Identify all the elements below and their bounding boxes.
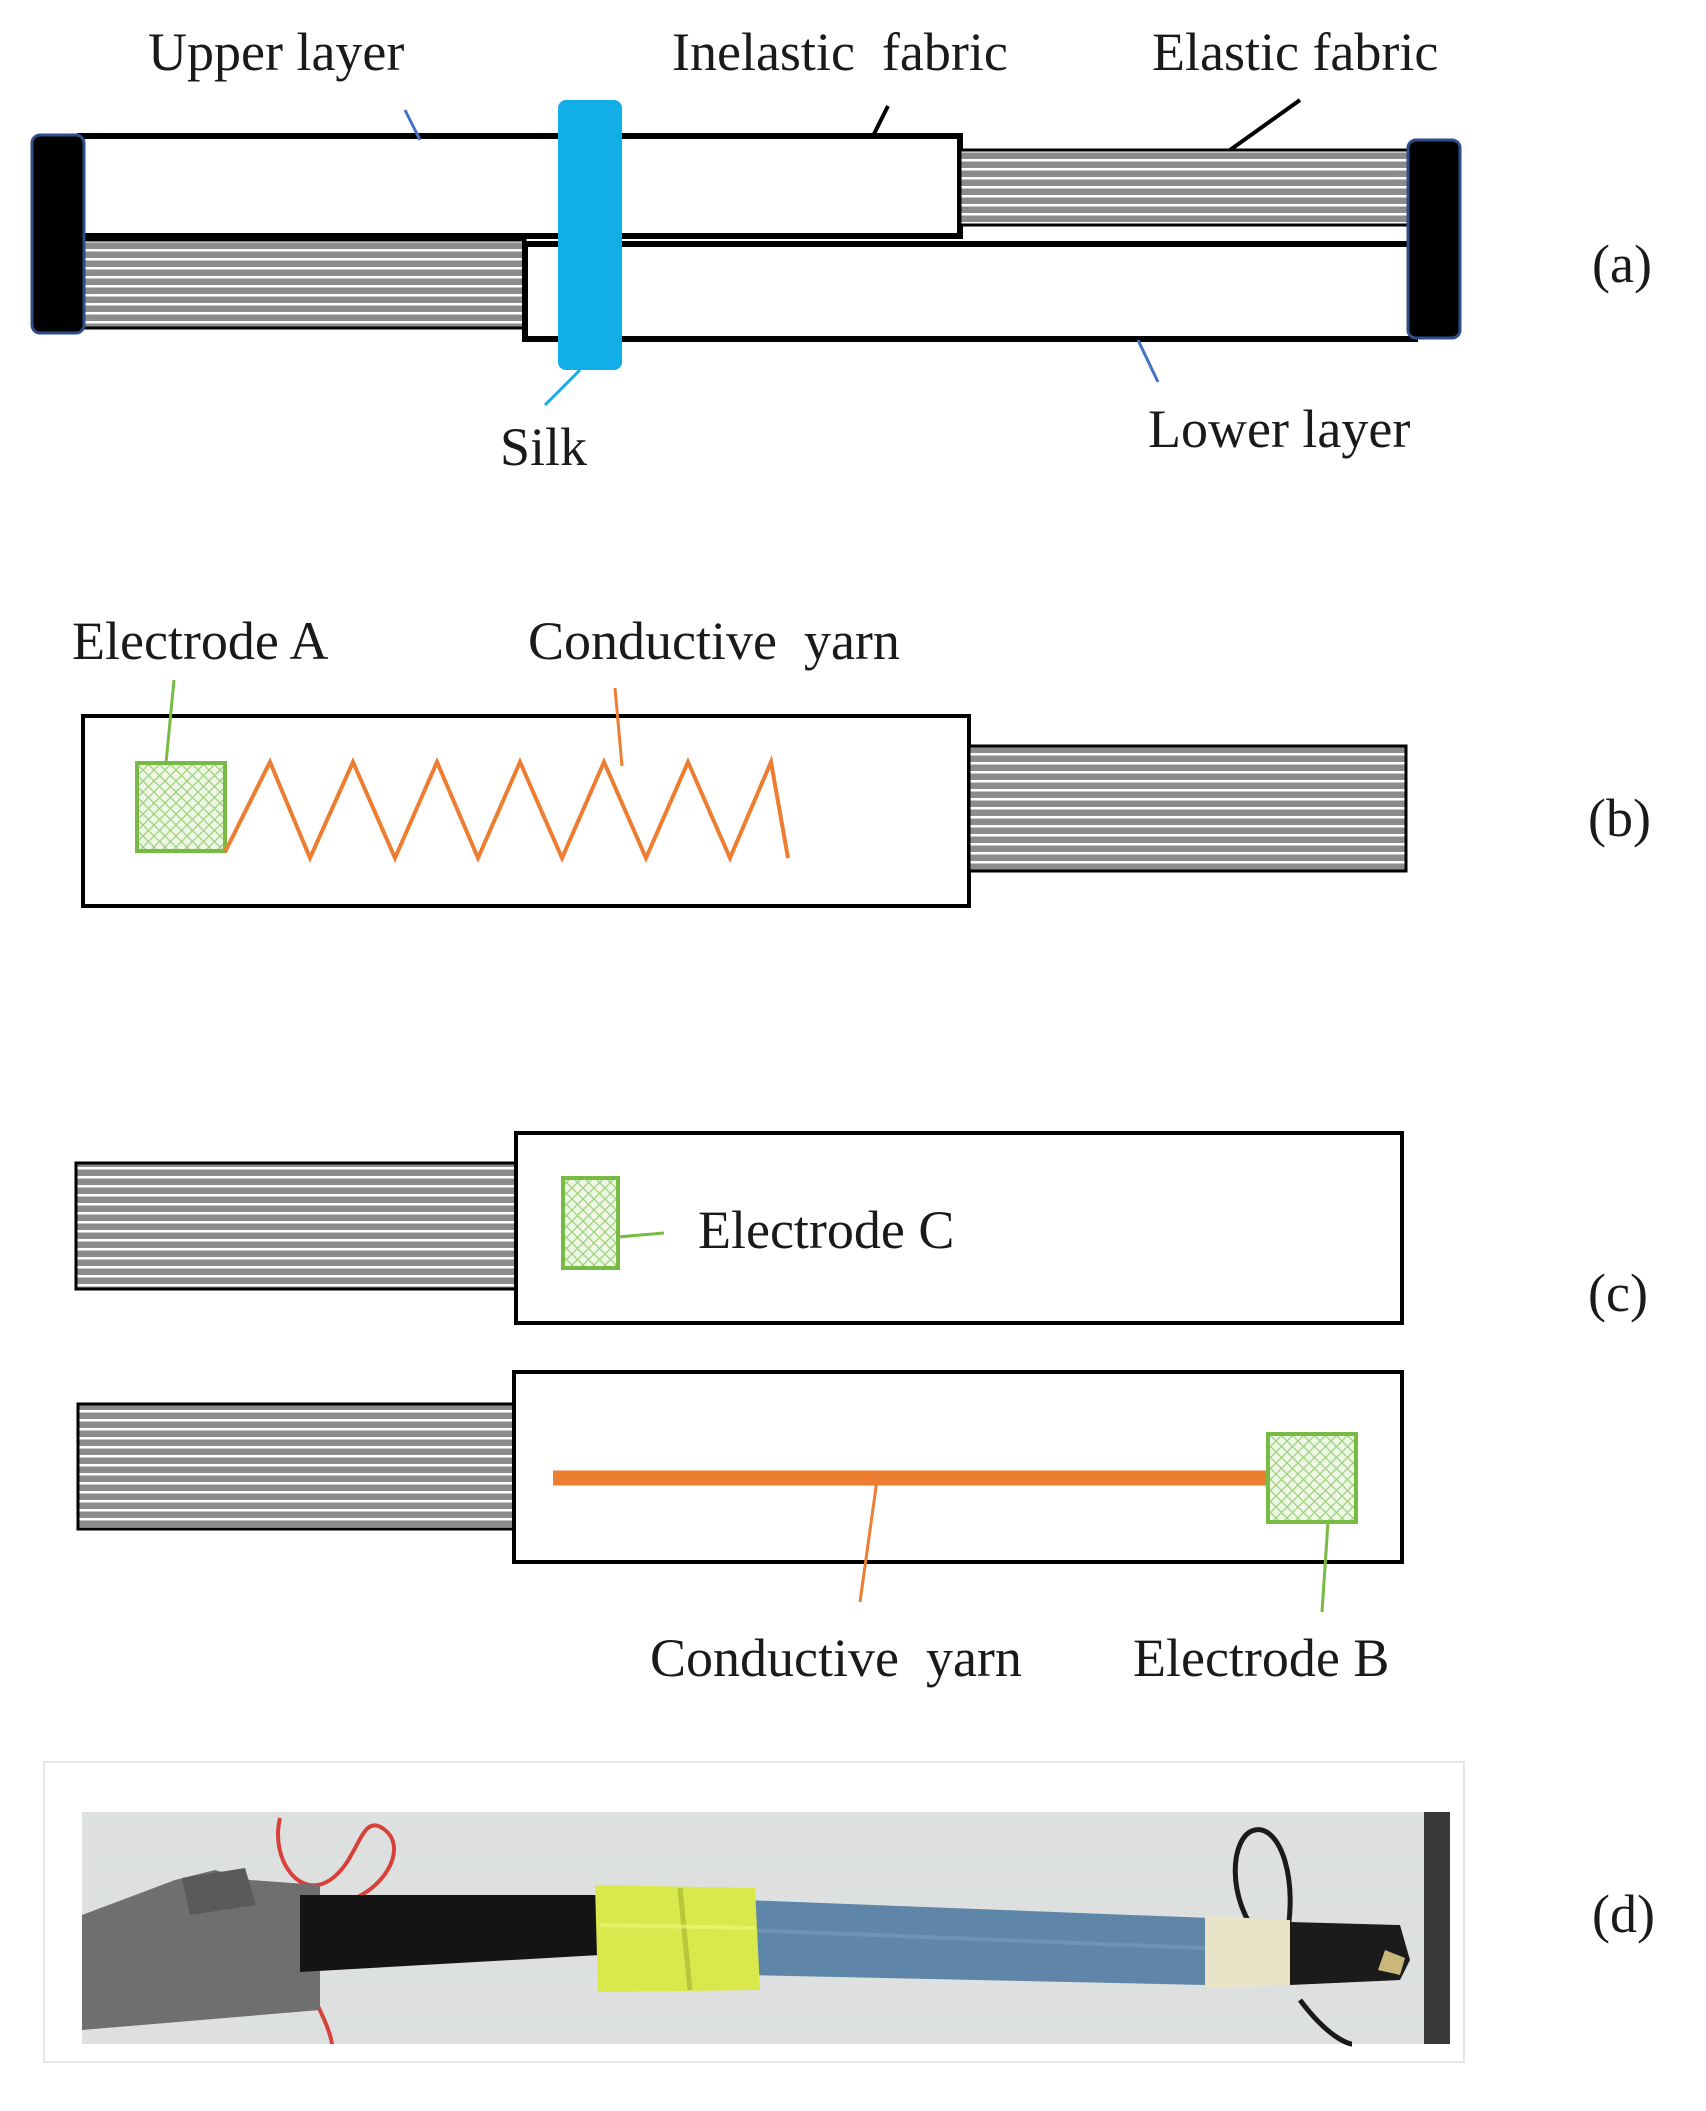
inelastic-fabric-leader xyxy=(870,105,890,139)
lower-strip-elastic-fabric xyxy=(76,1402,520,1531)
black-wire xyxy=(1232,1827,1353,2047)
conductive-yarn-label: Conductive yarn xyxy=(650,1628,1022,1688)
silk-leader xyxy=(543,368,582,407)
inelastic-fabric-label: Inelastic fabric xyxy=(672,22,1008,82)
conductive-yarn-label: Conductive yarn xyxy=(528,611,900,671)
panel-d-label: (d) xyxy=(1592,1884,1655,1944)
panel-a: Upper layer Inelastic fabric Elastic fab… xyxy=(30,22,1652,477)
elastic-fabric-label: Elastic fabric xyxy=(1152,22,1438,82)
silk-band xyxy=(595,1885,760,1992)
left-end-clamp xyxy=(30,133,86,335)
panel-b-label: (b) xyxy=(1588,788,1651,848)
panel-a-label: (a) xyxy=(1592,234,1652,294)
upper-layer-inelastic-fabric xyxy=(77,133,963,239)
lower-layer-inelastic-fabric xyxy=(522,241,1418,342)
sensor-photo xyxy=(82,1812,1450,2047)
black-fabric-band xyxy=(300,1895,600,1972)
lower-strip-inelastic-fabric xyxy=(512,1370,1404,1564)
electrode-b xyxy=(1266,1432,1358,1524)
panel-d: (d) xyxy=(43,1761,1655,2063)
upper-layer-label: Upper layer xyxy=(148,22,404,82)
electrode-a-leader xyxy=(164,679,176,764)
panel-c-label: (c) xyxy=(1588,1263,1648,1323)
conductive-yarn-leader xyxy=(858,1479,879,1603)
upper-layer-inelastic-fabric xyxy=(81,714,971,908)
electrode-c-leader xyxy=(617,1231,665,1239)
upper-layer-elastic-fabric xyxy=(958,148,1412,227)
electrode-a-label: Electrode A xyxy=(72,611,328,671)
right-end-clamp xyxy=(1406,138,1462,340)
tape xyxy=(1205,1916,1290,1988)
electrode-b-leader xyxy=(1320,1521,1330,1613)
upper-strip-elastic-fabric xyxy=(74,1161,520,1291)
elastic-fabric-leader xyxy=(1228,98,1302,152)
lower-layer-label: Lower layer xyxy=(1148,399,1410,459)
blue-fabric-band xyxy=(745,1900,1210,1985)
upper-layer-leader xyxy=(403,109,422,141)
conductive-yarn-leader xyxy=(613,687,624,767)
electrode-c-label: Electrode C xyxy=(698,1200,954,1260)
upper-layer-elastic-fabric xyxy=(967,744,1408,873)
silk-binder xyxy=(558,100,622,370)
panel-b: Electrode A Conductive yarn (b) xyxy=(72,611,1651,908)
photo-dark-edge xyxy=(1424,1812,1450,2044)
panel-c: Electrode C Conductive yarn Electrode B … xyxy=(74,1131,1648,1688)
silk-label: Silk xyxy=(500,417,587,477)
electrode-a xyxy=(135,761,227,853)
lower-layer-elastic-fabric xyxy=(78,238,527,330)
grey-elastic-fabric xyxy=(82,1870,320,2030)
electrode-b-label: Electrode B xyxy=(1133,1628,1389,1688)
lower-layer-leader xyxy=(1136,339,1160,383)
conductive-yarn-zigzag xyxy=(223,755,790,864)
electrode-c xyxy=(561,1176,620,1270)
upper-strip-inelastic-fabric xyxy=(514,1131,1404,1325)
